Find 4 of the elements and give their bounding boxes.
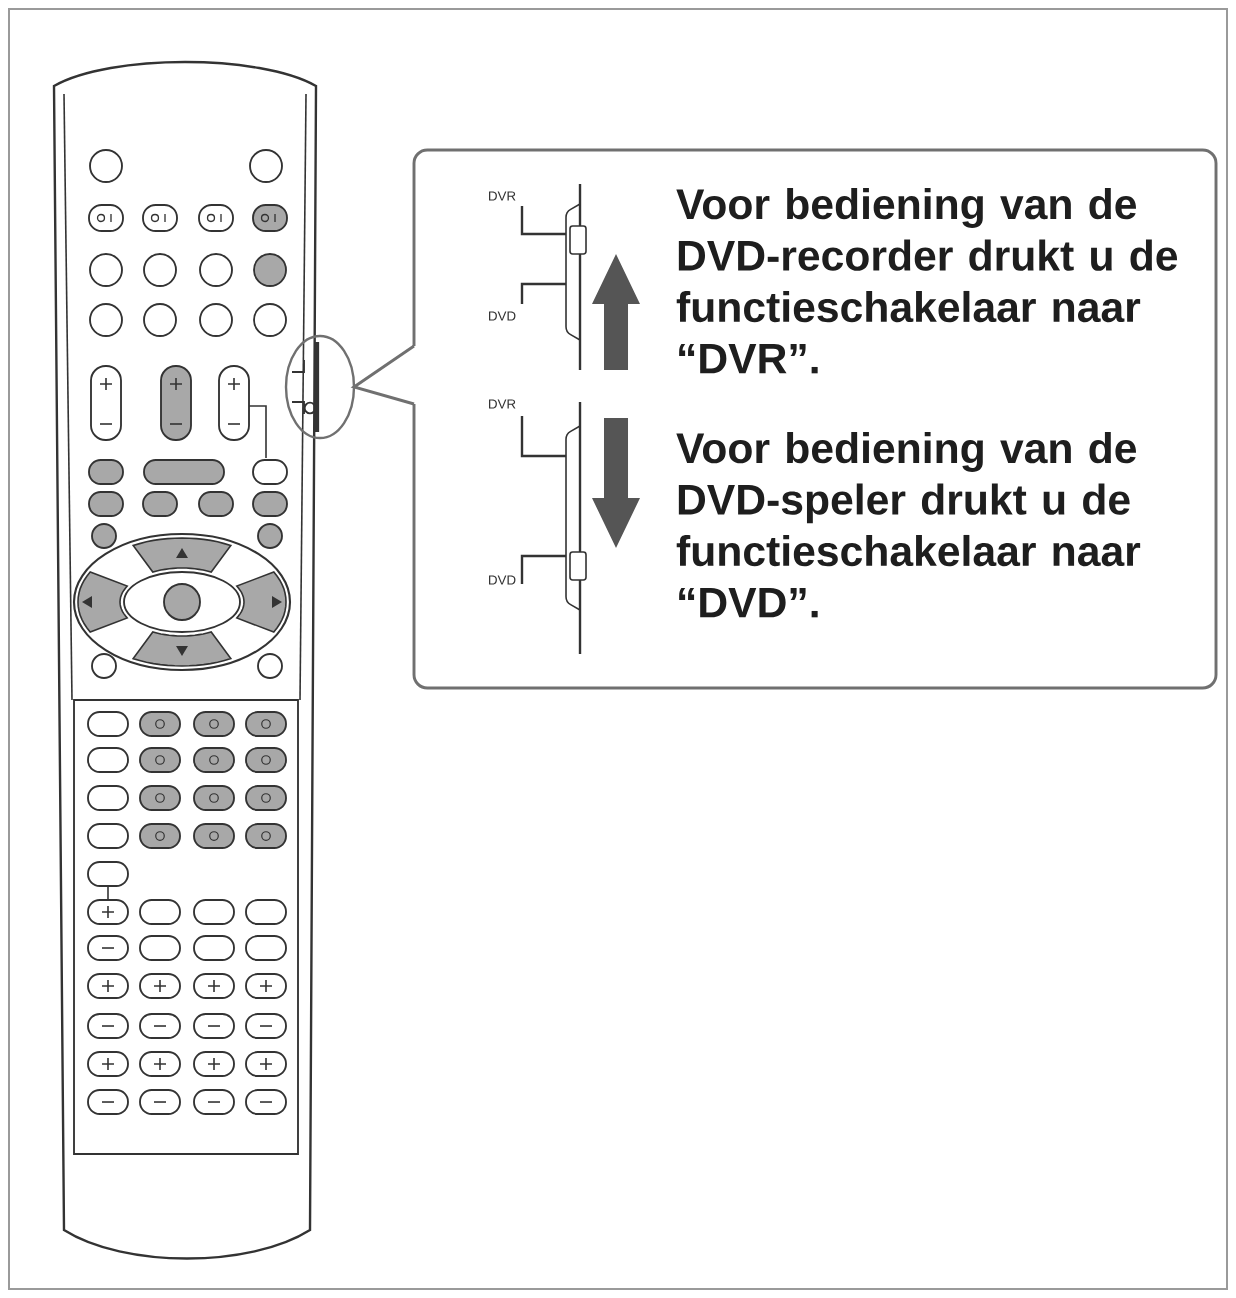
- magnifier-circle: [284, 334, 356, 440]
- instruction-text: Voor bediening van de DVD-recorder drukt u de functieschakelaar naar “DVR”.: [676, 188, 1178, 374]
- callout-pointer: [350, 344, 415, 406]
- instruction-text: Voor bediening van de DVD-speler drukt u de functieschakelaar naar “DVD”.: [676, 432, 1141, 618]
